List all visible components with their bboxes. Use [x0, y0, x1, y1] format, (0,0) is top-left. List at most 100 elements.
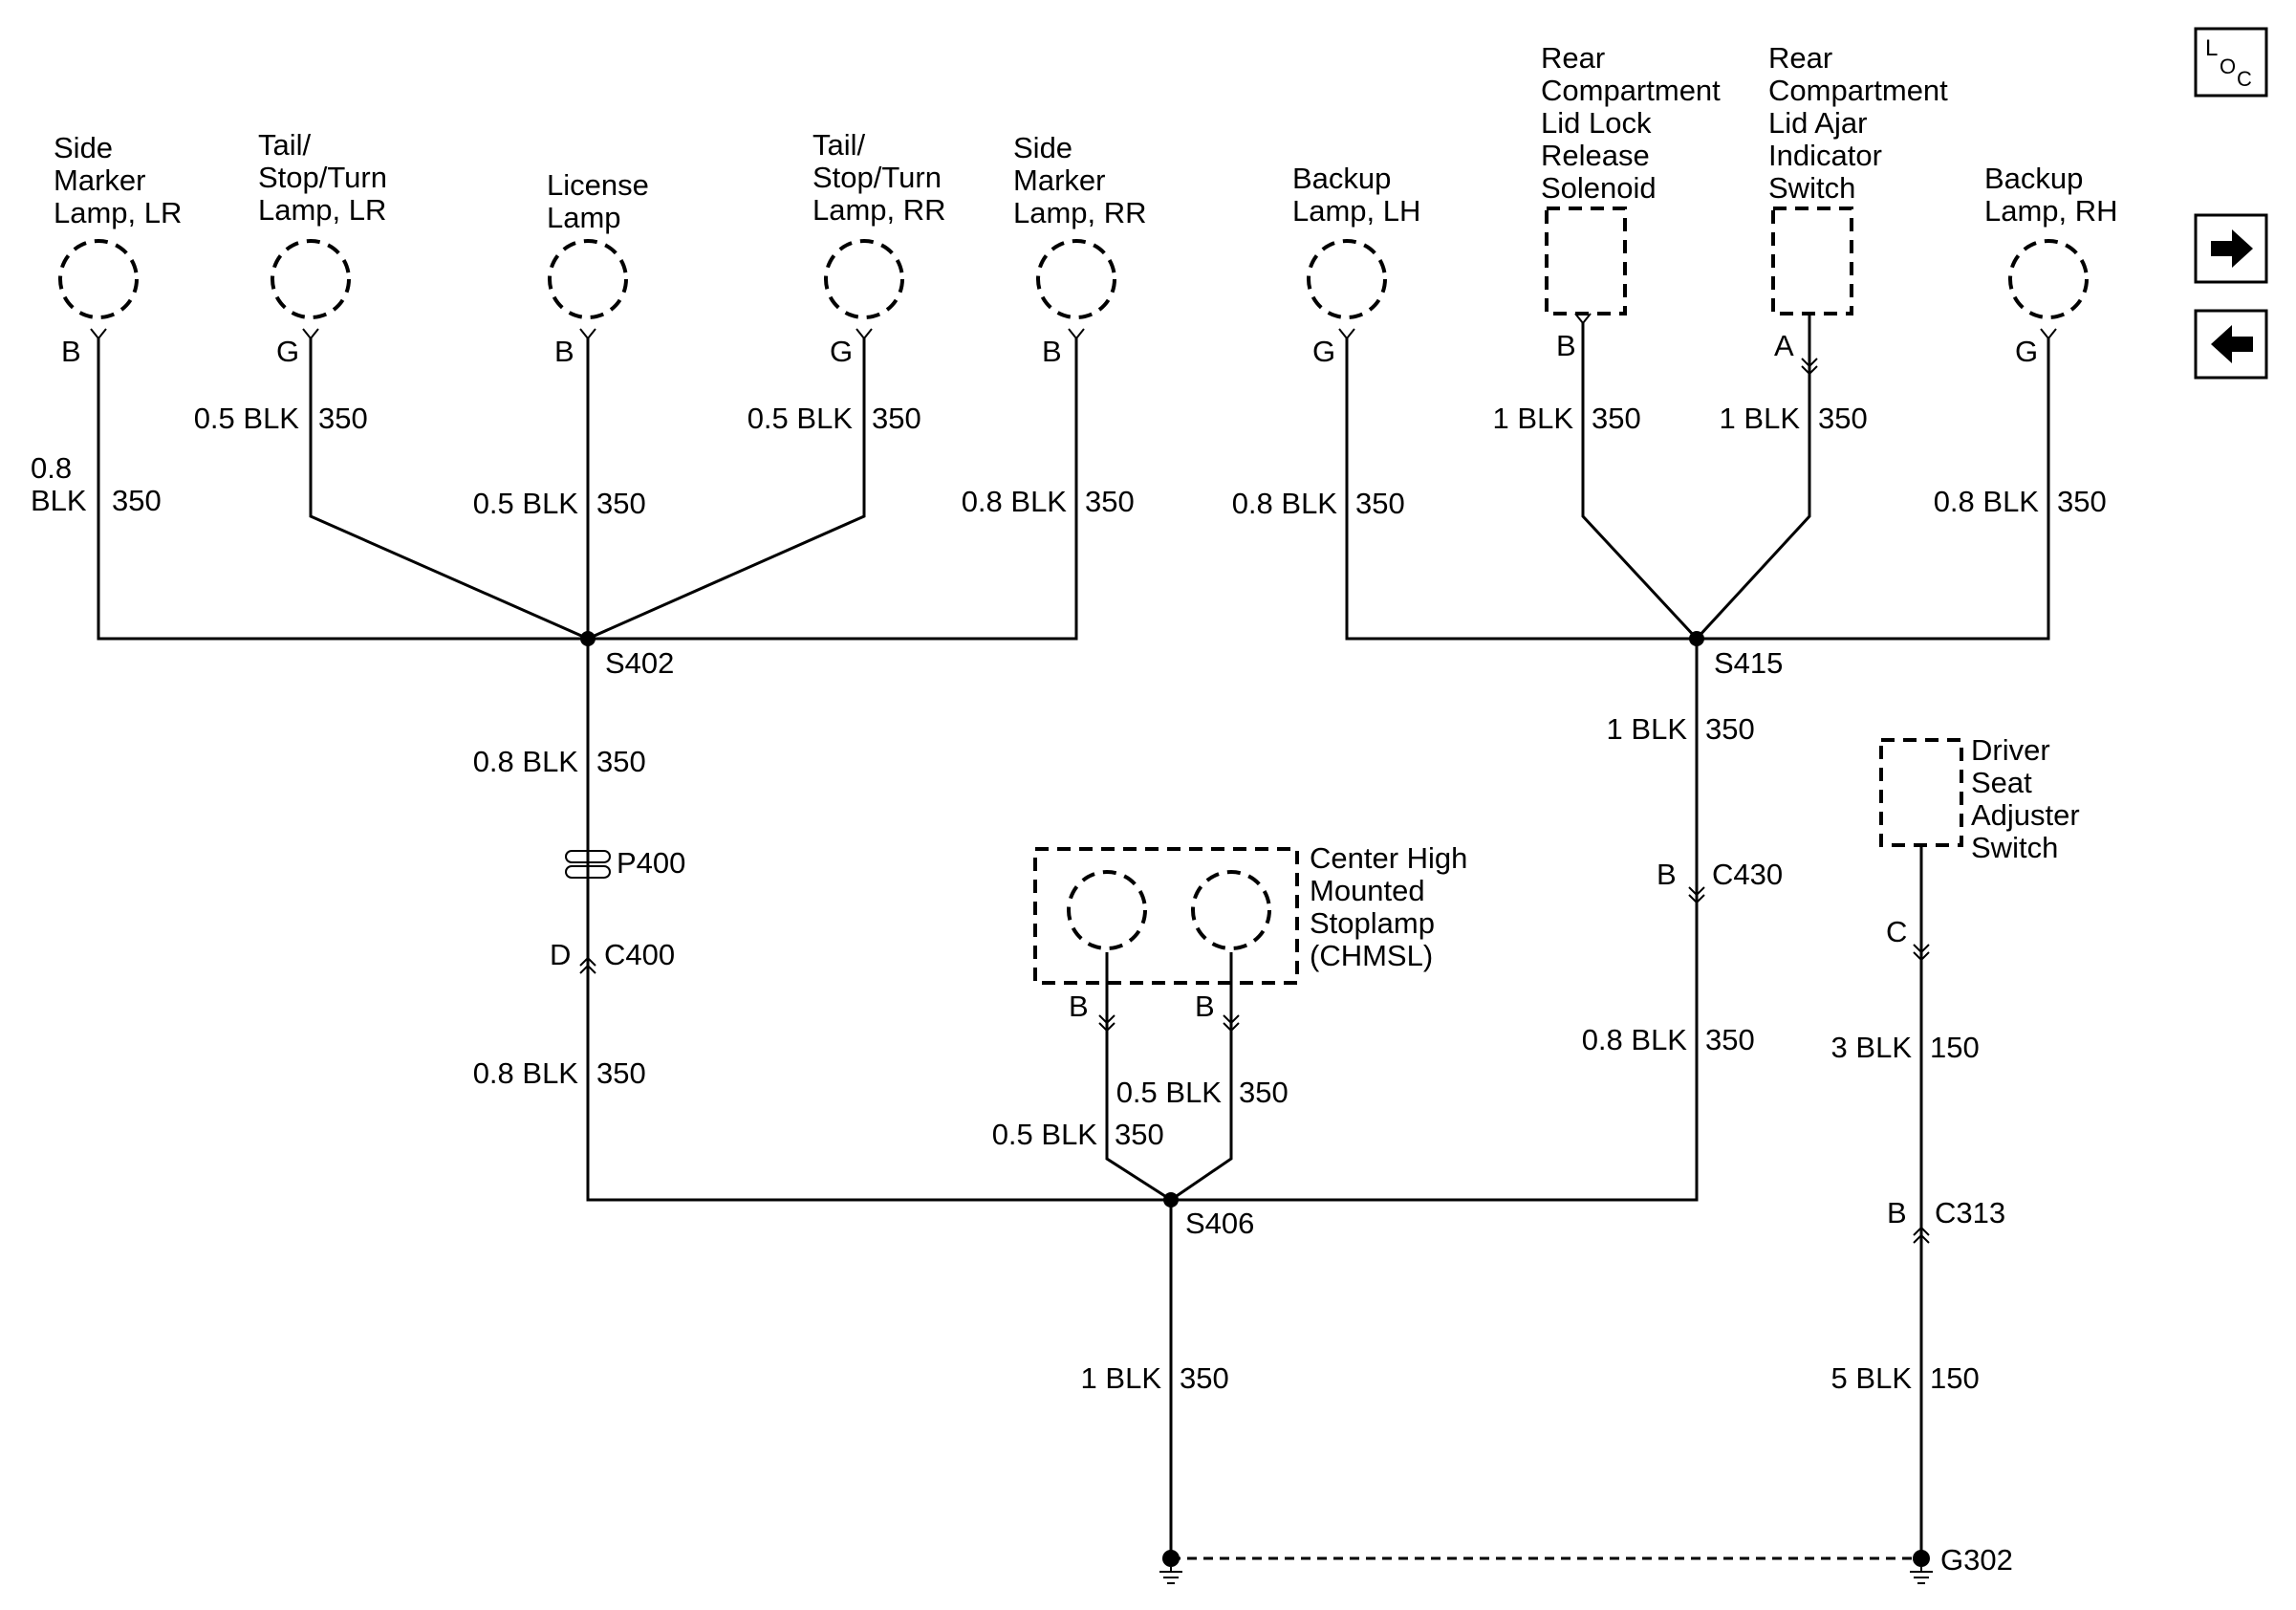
svg-text:C400: C400	[604, 938, 675, 971]
lamp-bulb-icon	[1036, 239, 1116, 319]
lid-ajar-indicator-switch: Rear Compartment Lid Ajar Indicator Swit…	[1768, 41, 1948, 362]
wire-label: 1 BLK	[1607, 712, 1688, 746]
circuit-label: 350	[2057, 485, 2107, 518]
wire-label: 3 BLK	[1831, 1031, 1913, 1064]
svg-text:Marker: Marker	[1013, 163, 1105, 197]
side-marker-lamp-rr: Side Marker Lamp, RR B	[1013, 131, 1147, 368]
pin-label: B	[1042, 335, 1062, 368]
pin-label: G	[1312, 335, 1335, 368]
ground-symbol-icon	[1910, 1567, 1933, 1584]
pin-label: A	[1774, 329, 1794, 362]
ground-g302: G302	[1159, 1543, 2013, 1584]
lamp-bulb-icon	[2008, 239, 2089, 319]
wire-label: 0.8 BLK	[473, 1056, 579, 1090]
svg-text:Marker: Marker	[54, 163, 145, 197]
wire-label: 1 BLK	[1720, 402, 1801, 435]
location-icon: L O C	[2194, 27, 2268, 98]
center-high-mounted-stoplamp: Center High Mounted Stoplamp (CHMSL) B B	[1033, 841, 1467, 1023]
side-marker-lamp-lr: Side Marker Lamp, LR B	[54, 131, 182, 368]
circuit-label: 350	[596, 1056, 646, 1090]
circuit-label: 150	[1930, 1361, 1980, 1395]
svg-text:Indicator: Indicator	[1768, 139, 1882, 172]
circuit-label: 350	[1705, 1023, 1755, 1056]
pin-label: C	[1886, 915, 1907, 948]
svg-text:Side: Side	[54, 131, 113, 164]
svg-text:Rear: Rear	[1541, 41, 1605, 75]
circuit-label: 350	[1705, 712, 1755, 746]
svg-text:Stop/Turn: Stop/Turn	[258, 161, 387, 194]
svg-text:P400: P400	[617, 846, 685, 880]
seat-switch-wires	[1913, 845, 1930, 1558]
lamp-bulb-icon	[271, 239, 351, 319]
svg-text:Lamp: Lamp	[547, 201, 621, 234]
wire-label: 0.8 BLK	[473, 745, 579, 778]
splice-s415: S415	[1689, 631, 1783, 680]
circuit-label: 350	[1180, 1361, 1229, 1395]
wire-label: 5 BLK	[1831, 1361, 1913, 1395]
wire-size-label: 0.8	[31, 451, 72, 485]
previous-page-button[interactable]	[2194, 309, 2268, 380]
svg-text:Rear: Rear	[1768, 41, 1832, 75]
driver-seat-adjuster-switch: Driver Seat Adjuster Switch C	[1879, 733, 2080, 948]
circuit-label: 350	[1085, 485, 1135, 518]
svg-text:Tail/: Tail/	[812, 128, 866, 162]
svg-text:C313: C313	[1935, 1196, 2005, 1229]
lamp-bulb-icon	[824, 239, 904, 319]
tail-stop-turn-lamp-rr: Tail/ Stop/Turn Lamp, RR G	[812, 128, 946, 368]
arrow-right-icon	[2211, 229, 2253, 268]
circuit-label: 350	[1115, 1118, 1164, 1151]
wire-label: 1 BLK	[1081, 1361, 1162, 1395]
circuit-label: 350	[872, 402, 921, 435]
terminal-icons-right	[1338, 313, 2057, 376]
circuit-label: 350	[1355, 487, 1405, 520]
svg-text:Compartment: Compartment	[1541, 74, 1721, 107]
lamp-bulb-icon	[548, 239, 628, 319]
ground-symbol-icon	[1159, 1567, 1182, 1584]
pin-label: B	[61, 335, 81, 368]
svg-text:G302: G302	[1940, 1543, 2013, 1577]
circuit-label: 350	[1239, 1076, 1289, 1109]
lamp-bulb-icon	[1307, 239, 1387, 319]
circuit-label: 350	[1818, 402, 1868, 435]
svg-text:L: L	[2205, 35, 2218, 61]
location-button[interactable]: L O C	[2194, 27, 2268, 98]
wire-label: 0.5 BLK	[747, 402, 854, 435]
svg-text:Seat: Seat	[1971, 766, 2032, 799]
svg-text:Lid Lock: Lid Lock	[1541, 106, 1652, 140]
pin-label: B	[1069, 990, 1089, 1023]
wire-label: 0.5 BLK	[473, 487, 579, 520]
wire-label: 1 BLK	[1493, 402, 1574, 435]
lamp-bulb-icon	[1067, 870, 1147, 950]
svg-text:Lamp, RR: Lamp, RR	[1013, 196, 1147, 229]
svg-text:Lid Ajar: Lid Ajar	[1768, 106, 1867, 140]
wire-label: 0.8 BLK	[1232, 487, 1338, 520]
svg-text:Lamp, LH: Lamp, LH	[1292, 194, 1420, 228]
wire-label: 0.8 BLK	[1934, 485, 2040, 518]
svg-text:(CHMSL): (CHMSL)	[1310, 939, 1433, 972]
connector-c400: D C400	[550, 938, 675, 974]
circuit-label: 150	[1930, 1031, 1980, 1064]
right-group-wires	[1171, 314, 2050, 1202]
svg-text:S406: S406	[1185, 1207, 1254, 1240]
lamp-bulb-icon	[1191, 870, 1271, 950]
connector-c313: B C313	[1887, 1196, 2005, 1229]
splice-s402: S402	[580, 631, 674, 680]
svg-text:Adjuster: Adjuster	[1971, 798, 2080, 832]
pin-label: B	[1556, 329, 1576, 362]
pin-label: G	[830, 335, 853, 368]
svg-text:Stop/Turn: Stop/Turn	[812, 161, 942, 194]
terminal-icons-left	[90, 328, 1085, 340]
next-page-button[interactable]	[2194, 213, 2268, 284]
svg-text:Driver: Driver	[1971, 733, 2050, 767]
svg-text:Backup: Backup	[1984, 162, 2083, 195]
pin-label: B	[1657, 858, 1677, 891]
svg-text:C430: C430	[1712, 858, 1783, 891]
connector-p400: P400	[565, 846, 685, 880]
arrow-left-icon	[2211, 325, 2253, 363]
circuit-label: 350	[596, 745, 646, 778]
svg-text:Release: Release	[1541, 139, 1650, 172]
svg-text:Solenoid: Solenoid	[1541, 171, 1657, 205]
wire-label: 0.8 BLK	[962, 485, 1068, 518]
pin-label: G	[276, 335, 299, 368]
